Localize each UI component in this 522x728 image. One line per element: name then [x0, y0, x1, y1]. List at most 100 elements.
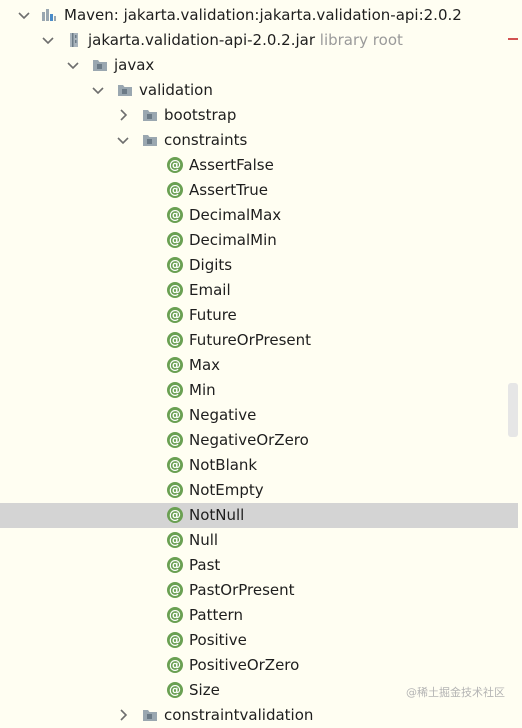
- annotation-icon: @: [167, 157, 183, 173]
- tree-row-maven-library[interactable]: Maven: jakarta.validation:jakarta.valida…: [0, 3, 518, 28]
- annotation-icon: @: [167, 532, 183, 548]
- annotation-icon: @: [167, 632, 183, 648]
- annotation-icon: @: [167, 682, 183, 698]
- chevron-down-icon[interactable]: [16, 7, 32, 23]
- tree-row-annotation[interactable]: @ AssertTrue: [0, 178, 518, 203]
- chevron-down-icon[interactable]: [40, 32, 56, 48]
- tree-row-annotation[interactable]: @ Min: [0, 378, 518, 403]
- tree-item-label: PastOrPresent: [189, 581, 295, 599]
- tree-item-label: Null: [189, 531, 219, 549]
- tree-row-annotation[interactable]: @ Negative: [0, 403, 518, 428]
- tree-item-label: PositiveOrZero: [189, 656, 300, 674]
- tree-item-label: Min: [189, 381, 216, 399]
- chevron-right-icon[interactable]: [115, 107, 131, 123]
- tree-item-label: Maven: jakarta.validation:jakarta.valida…: [64, 6, 462, 24]
- annotation-icon: @: [167, 257, 183, 273]
- chevron-down-icon[interactable]: [90, 82, 106, 98]
- tree-item-label: Pattern: [189, 606, 243, 624]
- tree-item-label: Negative: [189, 406, 257, 424]
- annotation-icon: @: [167, 432, 183, 448]
- tree-row-package-bootstrap[interactable]: bootstrap: [0, 103, 518, 128]
- tree-row-annotation[interactable]: @ FutureOrPresent: [0, 328, 518, 353]
- tree-item-label: DecimalMax: [189, 206, 282, 224]
- tree-row-annotation[interactable]: @ Email: [0, 278, 518, 303]
- tree-row-annotation[interactable]: @ Size: [0, 678, 518, 703]
- tree-row-annotation[interactable]: @ Digits: [0, 253, 518, 278]
- annotation-icon: @: [167, 307, 183, 323]
- tree-item-label: validation: [139, 81, 213, 99]
- tree-row-annotation[interactable]: @ Max: [0, 353, 518, 378]
- tree-row-package-constraints[interactable]: constraints: [0, 128, 518, 153]
- tree-row-package-javax[interactable]: javax: [0, 53, 518, 78]
- package-folder-icon: [117, 82, 133, 98]
- tree-item-label: jakarta.validation-api-2.0.2.jar library…: [88, 31, 403, 49]
- tree-item-label: Email: [189, 281, 231, 299]
- tree-item-label: javax: [114, 56, 155, 74]
- annotation-icon: @: [167, 507, 183, 523]
- annotation-icon: @: [167, 482, 183, 498]
- chevron-down-icon[interactable]: [115, 132, 131, 148]
- tree-item-label: constraintvalidation: [164, 706, 314, 724]
- tree-row-jar[interactable]: jakarta.validation-api-2.0.2.jar library…: [0, 28, 518, 53]
- tree-item-label: Max: [189, 356, 221, 374]
- tree-row-annotation[interactable]: @ NotEmpty: [0, 478, 518, 503]
- tree-item-label: NotNull: [189, 506, 245, 524]
- tree-row-annotation[interactable]: @ NegativeOrZero: [0, 428, 518, 453]
- tree-item-label: NotEmpty: [189, 481, 264, 499]
- watermark: @稀土掘金技术社区: [406, 686, 505, 699]
- tree-row-annotation[interactable]: @ Pattern: [0, 603, 518, 628]
- jar-library-icon: [66, 32, 82, 48]
- chevron-right-icon[interactable]: [115, 707, 131, 723]
- annotation-icon: @: [167, 282, 183, 298]
- tree-row-annotation[interactable]: @ PastOrPresent: [0, 578, 518, 603]
- tree-item-label: Digits: [189, 256, 233, 274]
- tree-item-label: Past: [189, 556, 221, 574]
- tree-row-package-validation[interactable]: validation: [0, 78, 518, 103]
- tree-item-label: NegativeOrZero: [189, 431, 309, 449]
- annotation-icon: @: [167, 382, 183, 398]
- tree-row-annotation-selected[interactable]: @ NotNull: [0, 503, 518, 528]
- tree-row-annotation[interactable]: @ Null: [0, 528, 518, 553]
- annotation-icon: @: [167, 182, 183, 198]
- annotation-icon: @: [167, 207, 183, 223]
- annotation-icon: @: [167, 232, 183, 248]
- tree-row-annotation[interactable]: @ AssertFalse: [0, 153, 518, 178]
- tree-row-annotation[interactable]: @ PositiveOrZero: [0, 653, 518, 678]
- tree-row-annotation[interactable]: @ Future: [0, 303, 518, 328]
- annotation-icon: @: [167, 582, 183, 598]
- annotation-icon: @: [167, 332, 183, 348]
- tree-item-label: Future: [189, 306, 237, 324]
- package-folder-icon: [142, 132, 158, 148]
- annotation-icon: @: [167, 457, 183, 473]
- tree-item-label: DecimalMin: [189, 231, 277, 249]
- tree-item-label: FutureOrPresent: [189, 331, 312, 349]
- package-folder-icon: [92, 57, 108, 73]
- annotation-icon: @: [167, 557, 183, 573]
- tree-row-package-constraintvalidation[interactable]: constraintvalidation: [0, 703, 518, 728]
- panel-edge: [518, 0, 522, 715]
- tree-item-label: bootstrap: [164, 106, 237, 124]
- tree-row-annotation[interactable]: @ DecimalMin: [0, 228, 518, 253]
- annotation-icon: @: [167, 657, 183, 673]
- tree-item-label: Positive: [189, 631, 247, 649]
- tree-item-label: AssertTrue: [189, 181, 269, 199]
- library-root-hint: library root: [319, 31, 403, 49]
- tree-item-label: NotBlank: [189, 456, 258, 474]
- vertical-scrollbar[interactable]: [508, 383, 518, 437]
- tree-item-label: Size: [189, 681, 220, 699]
- annotation-icon: @: [167, 407, 183, 423]
- error-indicator: [508, 38, 520, 40]
- tree-row-annotation[interactable]: @ Past: [0, 553, 518, 578]
- chevron-down-icon[interactable]: [65, 57, 81, 73]
- annotation-icon: @: [167, 357, 183, 373]
- tree-item-label: constraints: [164, 131, 248, 149]
- annotation-icon: @: [167, 607, 183, 623]
- tree-item-label: AssertFalse: [189, 156, 274, 174]
- tree-row-annotation[interactable]: @ NotBlank: [0, 453, 518, 478]
- tree-row-annotation[interactable]: @ DecimalMax: [0, 203, 518, 228]
- package-folder-icon: [142, 107, 158, 123]
- maven-library-icon: [41, 7, 57, 23]
- package-folder-icon: [142, 707, 158, 723]
- tree-row-annotation[interactable]: @ Positive: [0, 628, 518, 653]
